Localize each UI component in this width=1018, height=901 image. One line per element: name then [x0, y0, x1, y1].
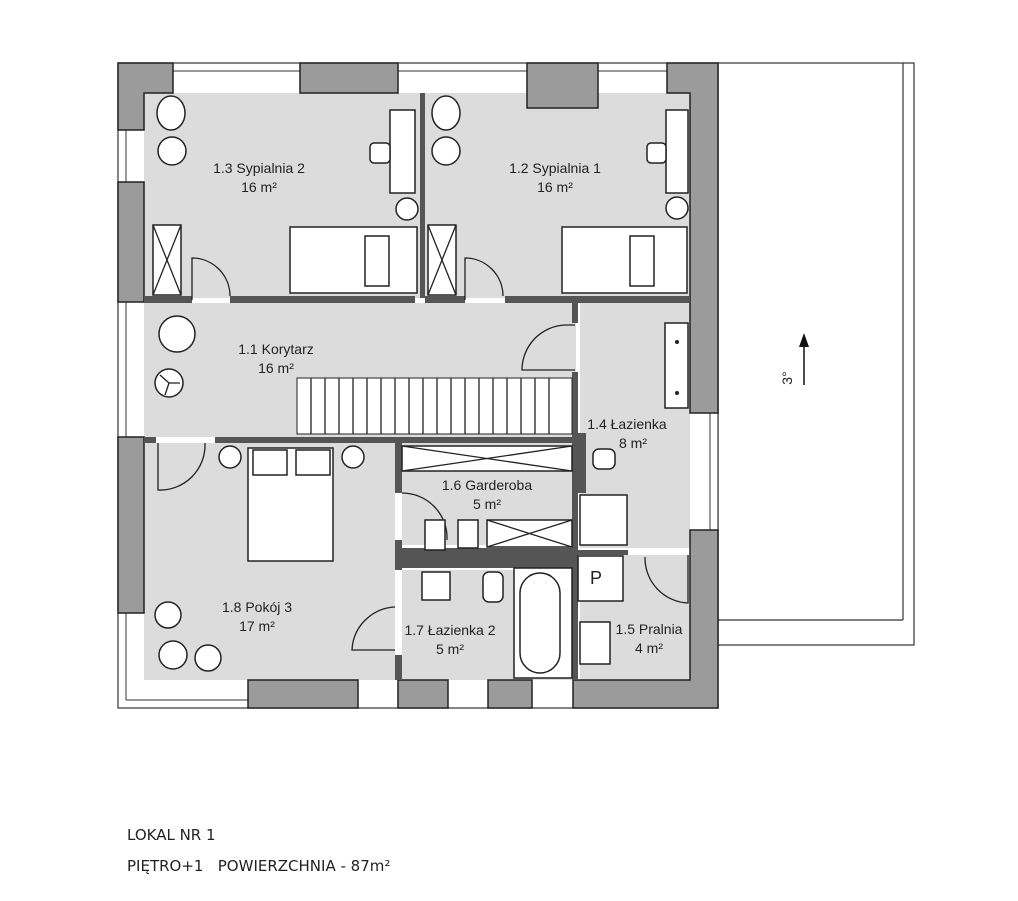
room-area: 4 m²: [635, 640, 663, 656]
room-area: 5 m²: [436, 641, 464, 657]
room-name: 1.6 Garderoba: [442, 477, 532, 493]
room-area: 8 m²: [619, 435, 647, 451]
unit-number: LOKAL NR 1: [127, 826, 216, 844]
boiler-label: P: [590, 568, 602, 588]
room-area: 16 m²: [537, 179, 573, 195]
room-area: 5 m²: [473, 496, 501, 512]
room-name: 1.5 Pralnia: [616, 621, 683, 637]
room-name: 1.8 Pokój 3: [222, 599, 292, 615]
furniture: [152, 95, 689, 679]
slope-label: 3°: [779, 371, 795, 384]
room-area: 16 m²: [258, 360, 294, 376]
staircase: [296, 377, 573, 435]
room-name: 1.3 Sypialnia 2: [213, 160, 305, 176]
room-name: 1.2 Sypialnia 1: [509, 160, 601, 176]
armchair-icon: [158, 315, 196, 353]
room-area: 16 m²: [241, 179, 277, 195]
room-name: 1.1 Korytarz: [238, 341, 313, 357]
slope-arrow-icon: GI: [799, 333, 809, 385]
room-name: 1.4 Łazienka: [587, 416, 667, 432]
room-area: 17 m²: [239, 618, 275, 634]
total-area: POWIERZCHNIA - 87m²: [217, 857, 391, 875]
interior-walls: [144, 93, 690, 680]
room-name: 1.7 Łazienka 2: [404, 622, 495, 638]
floor-label: PIĘTRO+1: [127, 857, 204, 875]
terrace: [717, 62, 915, 646]
exterior-walls: [117, 62, 719, 709]
floor-area-line: PIĘTRO+1 POWIERZCHNIA - 87m²: [127, 857, 390, 875]
door-icons: [157, 257, 689, 651]
room-labels: 1.3 Sypialnia 2 16 m² 1.2 Sypialnia 1 16…: [213, 160, 683, 657]
